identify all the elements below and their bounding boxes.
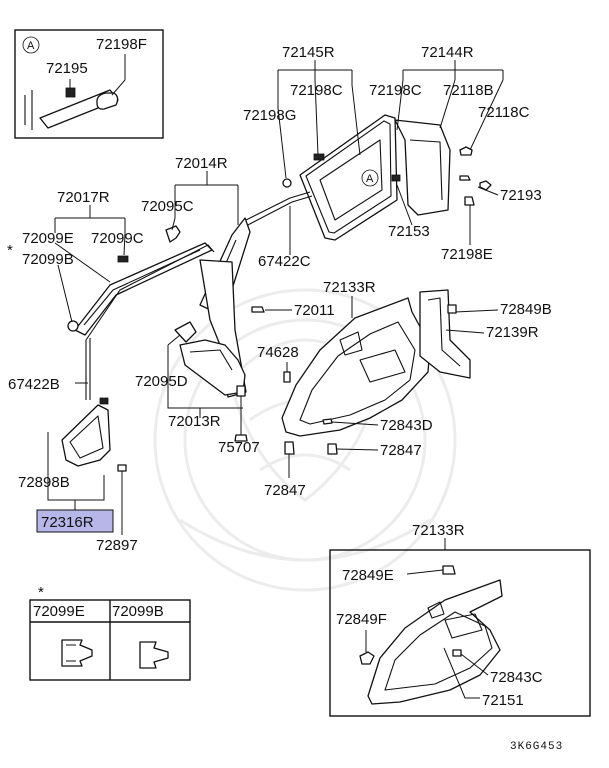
label-72198G: 72198G — [243, 107, 296, 124]
label-67422B: 67422B — [8, 376, 60, 393]
inset-quarter-trim: 72133R 72849E 72849F 72843C 72151 — [329, 522, 591, 717]
label-72133R-inset: 72133R — [412, 522, 465, 539]
label-72843D: 72843D — [380, 417, 433, 434]
label-72099E: 72099E — [22, 230, 74, 247]
kick-panel: 72898B 72316R 72897 — [18, 397, 138, 554]
label-72099B: 72099B — [22, 251, 74, 268]
label-67422C: 67422C — [258, 253, 311, 270]
label-72193: 72193 — [500, 187, 542, 204]
lower-pillar-group: 72095D 72013R 75707 74628 — [135, 321, 299, 456]
clip-legend: * 72099E 72099B — [29, 584, 191, 681]
diagram-code: 3K6G453 — [510, 741, 563, 753]
label-72153: 72153 — [388, 223, 430, 240]
label-72198C-b: 72198C — [369, 82, 422, 99]
label-72198E: 72198E — [441, 246, 493, 263]
label-72133R: 72133R — [323, 279, 376, 296]
label-74628: 74628 — [257, 344, 299, 361]
label-72011: 72011 — [294, 302, 335, 319]
label-72145R: 72145R — [282, 44, 335, 61]
label-72198F: 72198F — [96, 36, 147, 53]
label-asterisk: * — [7, 242, 13, 259]
label-72843C: 72843C — [490, 669, 543, 686]
label-72316R: 72316R — [41, 514, 94, 531]
label-75707: 75707 — [218, 439, 260, 456]
inset-a: A 72198F 72195 — [14, 29, 164, 139]
label-72847-b: 72847 — [264, 482, 306, 499]
label-72847-a: 72847 — [380, 442, 422, 459]
legend-asterisk: * — [38, 584, 44, 601]
label-72014R: 72014R — [175, 155, 228, 172]
label-72095D: 72095D — [135, 373, 188, 390]
label-72095C: 72095C — [141, 198, 194, 215]
inset-a-marker: A — [27, 40, 35, 52]
label-72898B: 72898B — [18, 474, 70, 491]
label-72195: 72195 — [46, 60, 88, 77]
frame-a-marker: A — [366, 173, 374, 185]
label-72151: 72151 — [482, 692, 524, 709]
legend-label-72099B: 72099B — [112, 603, 164, 620]
label-72118B: 72118B — [443, 82, 494, 99]
label-72849B: 72849B — [500, 301, 552, 318]
label-72017R: 72017R — [57, 189, 110, 206]
label-72897: 72897 — [96, 537, 138, 554]
quarter-window-trim: 72145R 72144R 72198G 72198C 72198C 72118… — [243, 44, 542, 263]
label-72118C: 72118C — [478, 104, 530, 121]
label-72849F: 72849F — [336, 611, 387, 628]
label-72849E: 72849E — [342, 567, 394, 584]
label-72139R: 72139R — [486, 324, 539, 341]
quarter-trim-main: 72133R 72849B 72139R 72843D 72847 72847 — [264, 279, 552, 499]
legend-label-72099E: 72099E — [33, 603, 85, 620]
pillar-trims: 72014R 72017R 72095C * 72099E 72099C 720… — [7, 155, 335, 400]
label-72099C: 72099C — [91, 230, 144, 247]
label-72198C-a: 72198C — [290, 82, 343, 99]
label-72144R: 72144R — [421, 44, 474, 61]
label-72013R: 72013R — [168, 413, 221, 430]
